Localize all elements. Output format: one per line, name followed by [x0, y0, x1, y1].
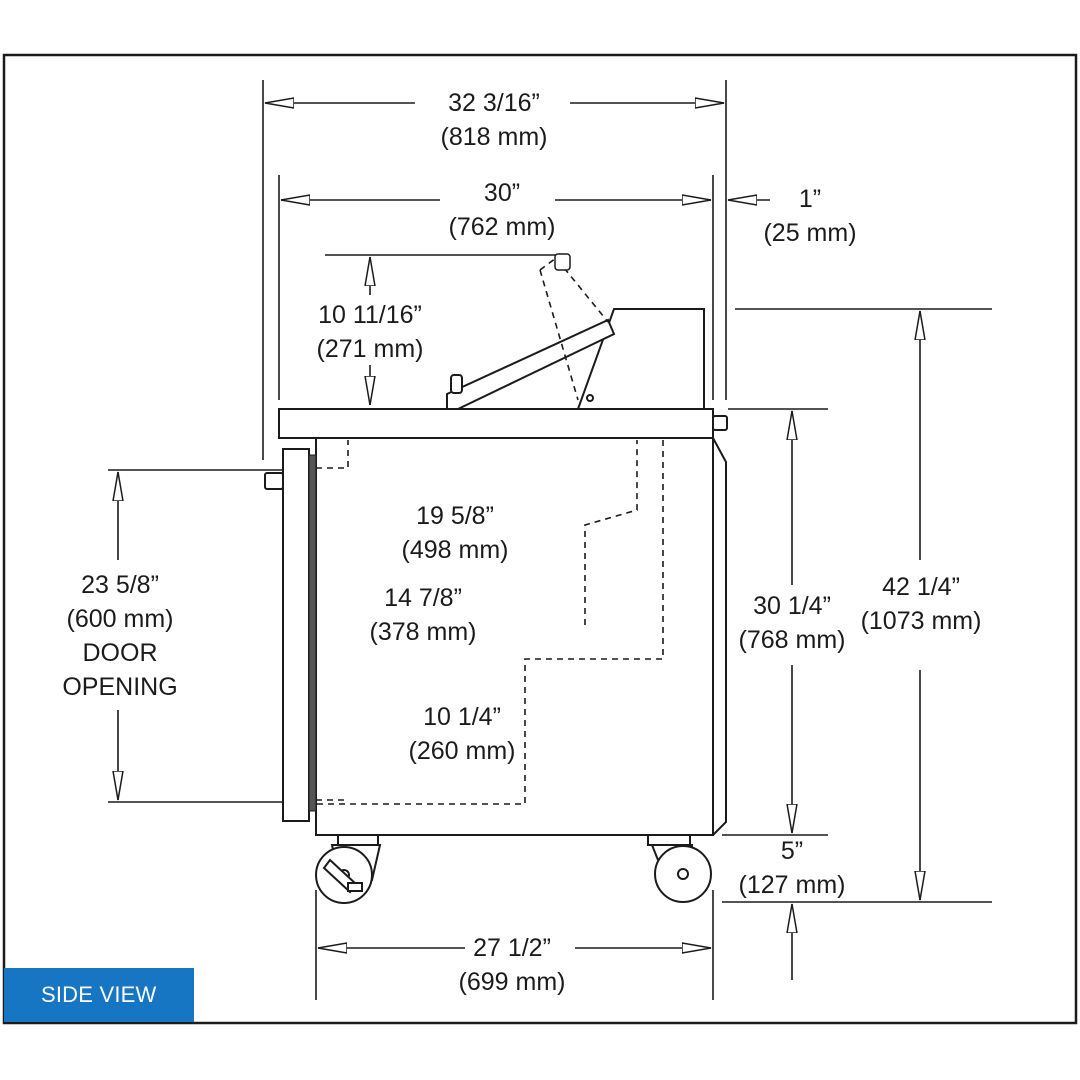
- door-handle: [264, 472, 284, 490]
- dim-cabinet-depth: 19 5/8” (498 mm): [401, 502, 509, 564]
- dim-overall-width: 32 3/16” (818 mm): [440, 89, 548, 151]
- dim-lid-height: 10 11/16” (271 mm): [316, 301, 424, 363]
- extension-lines: [108, 80, 992, 1000]
- open-lid-knob: [554, 253, 571, 271]
- door: [282, 448, 310, 822]
- open-lid-outline: [539, 256, 609, 401]
- rear-bumper: [712, 415, 728, 431]
- cabinet-body: [315, 437, 714, 836]
- dim-door-opening: 23 5/8” (600 mm) DOOR OPENING: [62, 571, 178, 701]
- dim-bumper-offset: 1” (25 mm): [763, 185, 857, 247]
- interior-back-liner: [316, 440, 664, 805]
- interior-shelf-line: [584, 440, 638, 625]
- caster-brake: [347, 882, 363, 892]
- refrigerator-unit: [264, 308, 728, 836]
- dim-base-depth: 27 1/2” (699 mm): [458, 934, 566, 996]
- dim-shelf-height: 10 1/4” (260 mm): [408, 703, 516, 765]
- lid-knob: [450, 374, 463, 394]
- drawing-border: [2, 53, 1078, 1025]
- side-view-label: SIDE VIEW: [4, 968, 194, 1022]
- rear-caster: [647, 834, 712, 903]
- door-gasket: [308, 454, 317, 812]
- rail-housing: [576, 308, 705, 410]
- countertop: [278, 408, 714, 439]
- dim-overall-height: 42 1/4” (1073 mm): [860, 573, 982, 635]
- dim-shelf-depth: 14 7/8” (378 mm): [369, 584, 477, 646]
- front-caster: [315, 834, 382, 904]
- sandwich-lid: [446, 318, 616, 410]
- rear-panel: [712, 437, 727, 836]
- dim-work-height: 30 1/4” (768 mm): [738, 592, 846, 654]
- hinge: [586, 394, 594, 402]
- dim-caster-height: 5” (127 mm): [738, 837, 846, 899]
- dim-top-width: 30” (762 mm): [448, 179, 556, 241]
